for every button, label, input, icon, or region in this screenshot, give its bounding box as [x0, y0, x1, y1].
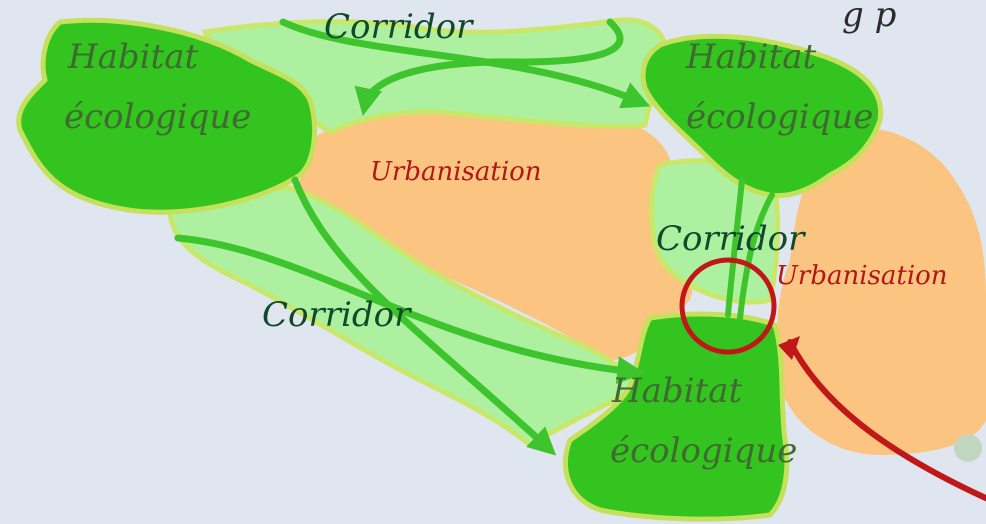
habitat-label-northeast-line2: écologique: [686, 97, 873, 137]
corridor-arrow-east-2: [737, 192, 775, 321]
urbanisation-label-east: Urbanisation: [776, 261, 948, 291]
highlight-pointer-head: [778, 336, 800, 360]
bottleneck-highlight-circle: [679, 257, 777, 355]
corridor-arrow-east-1: [725, 177, 745, 318]
habitat-zone-northeast: [640, 33, 884, 199]
corridor-arrow-top-right: [279, 18, 651, 109]
urban-zone-center: [300, 104, 694, 360]
corridor-label-east: Corridor: [656, 219, 806, 259]
corridor-arrow-top-left: [354, 18, 624, 116]
corridor-label-top: Corridor: [324, 7, 474, 47]
habitat-label-west-line2: écologique: [64, 97, 251, 137]
corridor-arrow-sw-lower: [174, 234, 646, 385]
highlight-pointer-curve: [787, 339, 986, 502]
habitat-zone-south: [563, 311, 790, 522]
habitat-label-south-line2: écologique: [610, 431, 797, 471]
urban-zone-east: [777, 127, 986, 455]
habitat-label-south-line1: Habitat: [611, 371, 742, 411]
habitat-zone-west: [16, 17, 318, 215]
habitat-label-northeast-line1: Habitat: [685, 37, 816, 77]
habitat-label-west-line1: Habitat: [67, 37, 198, 77]
corridor-label-southwest: Corridor: [262, 295, 412, 335]
urbanisation-label-center: Urbanisation: [370, 157, 542, 187]
corner-partial-text: g p: [842, 0, 896, 35]
grey-blob: [954, 434, 982, 462]
